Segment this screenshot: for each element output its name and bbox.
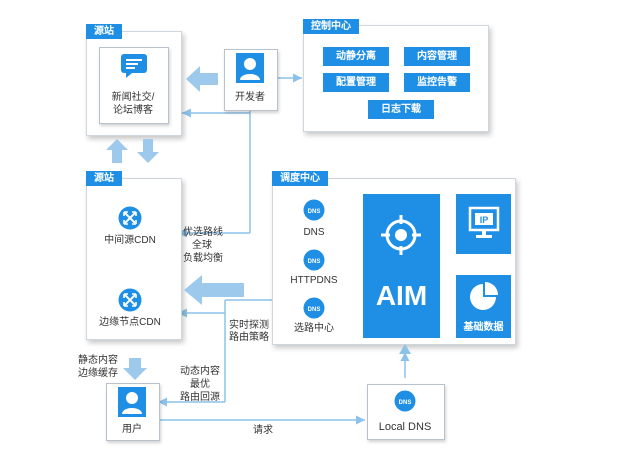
dns-label[interactable]: DNS	[303, 227, 325, 238]
route-opt-label-2: 全球	[192, 240, 212, 251]
route-center-icon: DNS	[303, 297, 325, 319]
svg-text:IP: IP	[480, 215, 489, 225]
base-data-label: 基础数据	[463, 322, 504, 333]
request-label: 请求	[253, 425, 273, 436]
svg-text:DNS: DNS	[308, 259, 321, 265]
dynamic-label-2: 最优	[190, 379, 210, 390]
news-forum-node[interactable]	[99, 47, 169, 124]
edge-cdn-label[interactable]: 边缘节点CDN	[99, 317, 161, 328]
edge-to-user-arrow	[123, 358, 147, 380]
developer-label: 开发者	[235, 92, 265, 103]
probe-label-1: 实时探测	[229, 320, 269, 331]
user-label: 用户	[122, 424, 142, 435]
svg-text:DNS: DNS	[399, 400, 412, 406]
monitor-alert-button[interactable]: 监控告警	[404, 73, 470, 92]
dynamic-label-1: 动态内容	[180, 366, 220, 377]
ip-monitor-icon: IP	[468, 206, 500, 238]
static-edge-label-1: 静态内容	[78, 355, 118, 366]
config-management-button[interactable]: 配置管理	[323, 73, 389, 92]
news-forum-label-2: 论坛博客	[113, 105, 153, 116]
edge-cdn-router-icon	[118, 288, 142, 312]
svg-text:DNS: DNS	[308, 307, 321, 313]
down-arrow	[137, 139, 159, 163]
log-download-button[interactable]: 日志下载	[368, 100, 434, 119]
static-edge-label-2: 边缘缓存	[78, 368, 118, 379]
dynamic-label-3: 路由回源	[180, 392, 220, 403]
httpdns-icon: DNS	[303, 249, 325, 271]
control-center-tag: 控制中心	[303, 19, 359, 34]
person-icon	[236, 53, 264, 83]
news-forum-label-1: 新闻社交/	[111, 92, 155, 103]
local-dns-icon: DNS	[394, 390, 416, 412]
route-opt-label-3: 负载均衡	[183, 253, 223, 264]
dispatch-center-tag: 调度中心	[272, 171, 328, 186]
svg-text:DNS: DNS	[308, 209, 321, 215]
developer-to-source-arrow	[186, 66, 218, 92]
source-bottom-tag: 源站	[86, 171, 122, 186]
route-opt-label-1: 优选路线	[183, 227, 223, 238]
source-top-tag: 源站	[86, 24, 122, 39]
local-dns-label: Local DNS	[378, 421, 432, 433]
static-dynamic-split-button[interactable]: 动静分离	[323, 47, 389, 66]
localdns-up-arrow	[399, 344, 411, 354]
dispatch-to-edge-arrow	[184, 275, 244, 305]
target-crosshair-icon	[381, 215, 421, 255]
content-management-button[interactable]: 内容管理	[404, 47, 470, 66]
source-bottom-panel	[86, 178, 182, 340]
mid-cdn-router-icon	[118, 206, 142, 230]
up-arrow	[106, 139, 128, 163]
aim-label: AIM	[375, 280, 428, 311]
pie-chart-icon	[470, 282, 498, 310]
dns-icon: DNS	[303, 199, 325, 221]
user-person-icon	[118, 387, 146, 417]
httpdns-label[interactable]: HTTPDNS	[290, 275, 338, 286]
chat-bubble-icon	[121, 54, 147, 78]
mid-cdn-label[interactable]: 中间源CDN	[104, 235, 156, 246]
route-center-label[interactable]: 选路中心	[294, 323, 334, 334]
probe-label-2: 路由策略	[229, 332, 269, 343]
